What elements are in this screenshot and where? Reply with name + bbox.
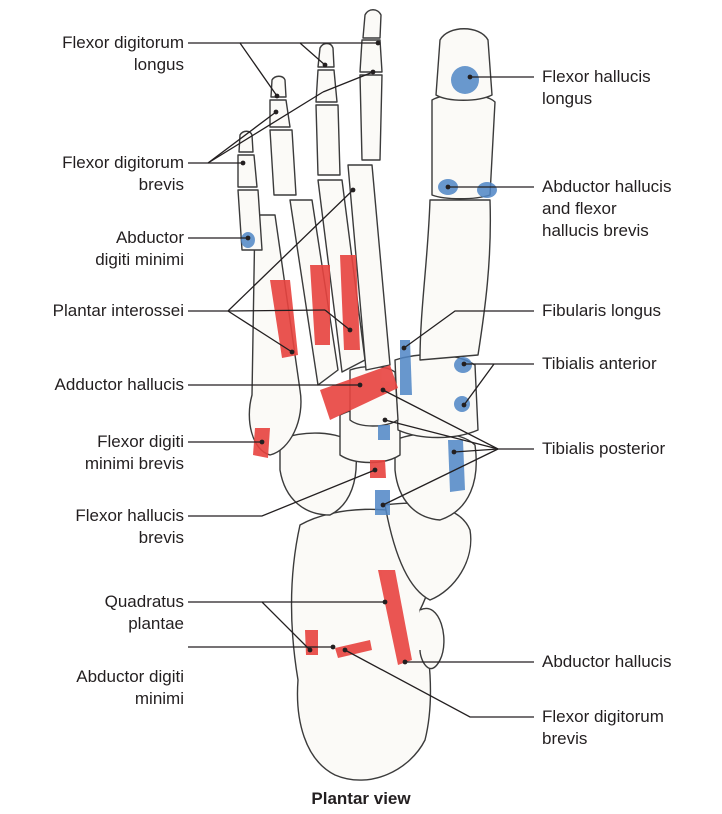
label-line: hallucis brevis bbox=[542, 220, 671, 242]
label-flexor-hallucis-longus: Flexor hallucis longus bbox=[542, 66, 651, 110]
label-line: minimi brevis bbox=[85, 453, 184, 475]
label-line: and flexor bbox=[542, 198, 671, 220]
label-abductor-digiti-minimi-top: Abductor digiti minimi bbox=[95, 227, 184, 271]
label-tibialis-anterior: Tibialis anterior bbox=[542, 353, 657, 375]
label-line: Flexor digiti bbox=[85, 431, 184, 453]
label-line: brevis bbox=[62, 174, 184, 196]
label-line: Abductor hallucis bbox=[542, 176, 671, 198]
label-line: brevis bbox=[542, 728, 664, 750]
label-line: Quadratus bbox=[105, 591, 184, 613]
label-tibialis-posterior: Tibialis posterior bbox=[542, 438, 665, 460]
label-abductor-hallucis: Abductor hallucis bbox=[542, 651, 671, 673]
label-abductor-digiti-minimi-bottom: Abductor digiti minimi bbox=[76, 666, 184, 710]
label-line: Abductor hallucis bbox=[542, 651, 671, 673]
label-line: Flexor digitorum bbox=[62, 32, 184, 54]
label-line: minimi bbox=[76, 688, 184, 710]
label-flexor-digiti-minimi-brevis: Flexor digiti minimi brevis bbox=[85, 431, 184, 475]
label-flexor-digitorum-longus: Flexor digitorum longus bbox=[62, 32, 184, 76]
metatarsal-1 bbox=[420, 200, 490, 360]
label-line: Adductor hallucis bbox=[55, 374, 184, 396]
label-flexor-digitorum-brevis-bottom: Flexor digitorum brevis bbox=[542, 706, 664, 750]
label-line: Tibialis anterior bbox=[542, 353, 657, 375]
label-line: Tibialis posterior bbox=[542, 438, 665, 460]
label-line: Plantar interossei bbox=[53, 300, 184, 322]
label-line: Flexor hallucis bbox=[75, 505, 184, 527]
label-abductor-hallucis-and-flexor-hallucis-brevis: Abductor hallucis and flexor hallucis br… bbox=[542, 176, 671, 242]
label-plantar-interossei: Plantar interossei bbox=[53, 300, 184, 322]
label-flexor-hallucis-brevis-left: Flexor hallucis brevis bbox=[75, 505, 184, 549]
label-line: plantae bbox=[105, 613, 184, 635]
figure-caption: Plantar view bbox=[0, 789, 722, 809]
label-line: Flexor hallucis bbox=[542, 66, 651, 88]
label-line: Abductor bbox=[95, 227, 184, 249]
label-line: digiti minimi bbox=[95, 249, 184, 271]
label-adductor-hallucis: Adductor hallucis bbox=[55, 374, 184, 396]
label-line: brevis bbox=[75, 527, 184, 549]
label-fibularis-longus: Fibularis longus bbox=[542, 300, 661, 322]
label-flexor-digitorum-brevis-top: Flexor digitorum brevis bbox=[62, 152, 184, 196]
label-line: longus bbox=[62, 54, 184, 76]
label-line: Flexor digitorum bbox=[542, 706, 664, 728]
label-line: Abductor digiti bbox=[76, 666, 184, 688]
label-quadratus-plantae: Quadratus plantae bbox=[105, 591, 184, 635]
label-line: longus bbox=[542, 88, 651, 110]
label-line: Flexor digitorum bbox=[62, 152, 184, 174]
label-line: Fibularis longus bbox=[542, 300, 661, 322]
